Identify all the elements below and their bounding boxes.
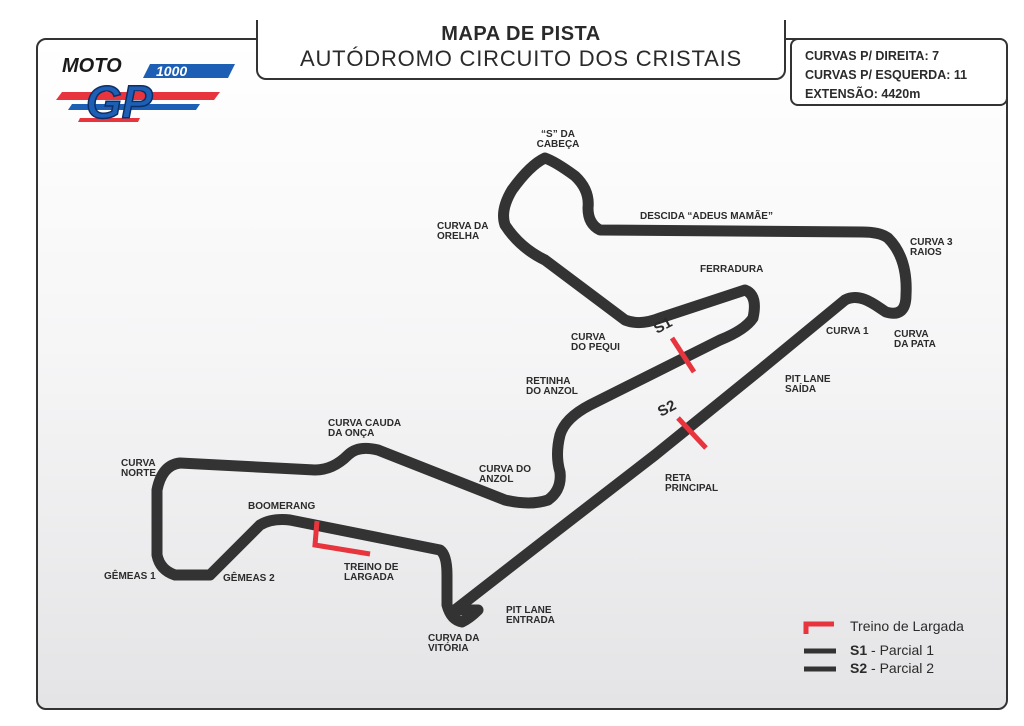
- legend-sector-1: S1 - Parcial 1: [800, 640, 934, 660]
- sector-2-label: S2: [655, 397, 679, 421]
- sector-2-marker: [676, 416, 708, 450]
- legend-s1-code: S1: [850, 642, 868, 658]
- legend-start-practice-text: Treino de Largada: [850, 618, 964, 634]
- circuit-track: [151, 152, 912, 628]
- logo-word-gp: GP: [86, 76, 153, 128]
- sector-2-legend-icon: [804, 666, 836, 672]
- label-gemeas-1: GÊMEAS 1: [104, 569, 156, 582]
- label-descida-adeus-mamae: DESCIDA “ADEUS MAMÃE”: [640, 209, 773, 222]
- logo-word-moto: MOTO: [62, 55, 122, 77]
- legend-s2-code: S2: [850, 660, 868, 676]
- label-curva-1: CURVA 1: [826, 326, 869, 337]
- track-stats-panel: CURVAS P/ DIREITA: 7 CURVAS P/ ESQUERDA:…: [790, 38, 1008, 106]
- sector-1-legend-icon: [804, 648, 836, 654]
- sector-1-marker: [669, 336, 697, 374]
- circuit-name: AUTÓDROMO CIRCUITO DOS CRISTAIS: [299, 46, 742, 71]
- sector-1-label: S1: [651, 314, 675, 338]
- label-gemeas-2: GÊMEAS 2: [223, 571, 275, 584]
- legend-s1-text: - Parcial 1: [867, 642, 935, 658]
- right-turns-stat: CURVAS P/ DIREITA: 7: [805, 49, 940, 63]
- legend-sector-2: S2 - Parcial 2: [800, 658, 934, 678]
- title-panel: MAPA DE PISTA AUTÓDROMO CIRCUITO DOS CRI…: [256, 20, 786, 80]
- map-title: MAPA DE PISTA: [441, 23, 601, 45]
- label-ferradura: FERRADURA: [700, 264, 763, 275]
- legend-s2-text: - Parcial 2: [867, 660, 935, 676]
- map-frame: [36, 38, 1008, 710]
- legend-start-practice: Treino de Largada: [800, 616, 964, 636]
- moto1000gp-logo: MOTO 1000 GP: [56, 55, 235, 128]
- track-length-stat: EXTENSÃO: 4420m: [805, 87, 921, 101]
- start-practice-marker: [312, 520, 371, 557]
- start-practice-legend-icon: [803, 621, 834, 634]
- logo-word-1000: 1000: [156, 63, 187, 79]
- label-boomerang: BOOMERANG: [248, 501, 315, 512]
- left-turns-stat: CURVAS P/ ESQUERDA: 11: [805, 68, 968, 82]
- map-legend: Treino de Largada S1 - Parcial 1 S2 - Pa…: [800, 614, 1000, 684]
